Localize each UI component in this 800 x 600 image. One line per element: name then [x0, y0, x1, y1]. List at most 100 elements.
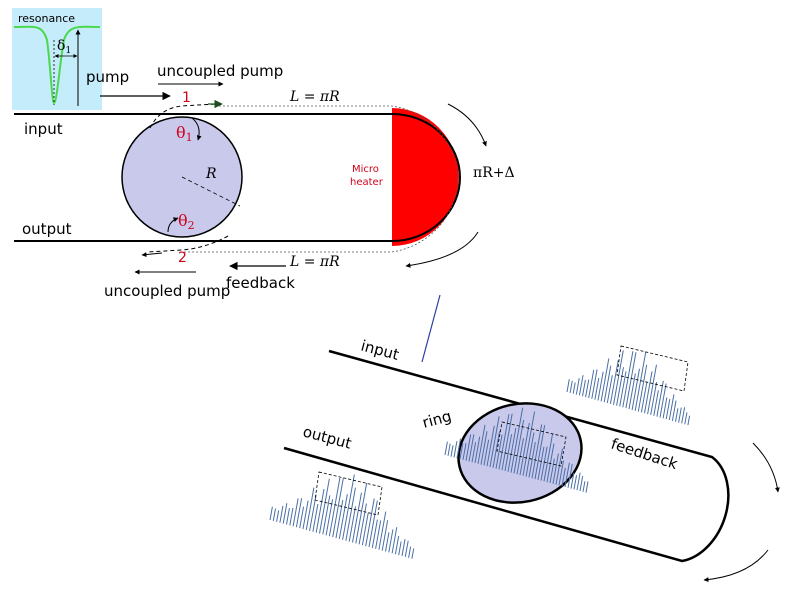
comb-line	[462, 443, 467, 460]
theta1-arrow	[191, 117, 202, 141]
pump-line	[421, 294, 441, 363]
comb-line	[394, 535, 400, 555]
comb-line	[282, 503, 288, 524]
comb-line	[325, 499, 334, 536]
heater-label: heater	[350, 177, 384, 188]
resonance-inset: resonance δ1	[12, 8, 102, 110]
comb-line	[671, 400, 677, 421]
top-schematic: pump uncoupled pump R 1 θ1 θ2 2 input ou…	[14, 62, 515, 300]
comb-line	[312, 503, 319, 532]
extra-path-label: πR+Δ	[473, 165, 515, 181]
circulation-arrow-top	[447, 103, 487, 147]
delta1-label: δ1	[57, 38, 71, 56]
resonance-label: resonance	[18, 12, 75, 25]
comb-line	[644, 371, 653, 414]
comb-line	[375, 520, 382, 549]
comb-line	[332, 478, 344, 538]
comb-line	[292, 498, 299, 527]
output-comb-frame	[314, 471, 383, 516]
comb-line	[665, 398, 671, 420]
comb-line	[567, 463, 573, 488]
comb-line	[378, 511, 387, 550]
comb-line	[411, 548, 415, 559]
comb-line	[444, 441, 448, 456]
feedback-comb-frame	[616, 345, 689, 392]
comb-line	[453, 441, 458, 458]
comb-line	[398, 541, 402, 556]
comb-line	[355, 482, 368, 544]
comb-line	[342, 474, 355, 540]
comb-line	[495, 434, 503, 469]
comb-line	[637, 364, 648, 412]
comb-line	[576, 472, 581, 491]
comb-line	[653, 390, 659, 416]
comb-line	[519, 422, 530, 476]
coupling-curve-2	[147, 235, 229, 253]
comb-line	[591, 369, 598, 399]
comb-line	[269, 506, 273, 521]
comb-line	[404, 540, 409, 557]
waveguide-loop	[283, 349, 730, 563]
comb-line	[631, 368, 640, 410]
resonance-curve	[13, 25, 101, 105]
radius-line	[181, 176, 241, 207]
comb-line	[684, 412, 688, 425]
comb-line	[289, 507, 294, 526]
comb-line	[305, 487, 315, 530]
comb-line	[572, 382, 576, 394]
comb-line	[616, 367, 625, 406]
comb-line	[678, 407, 682, 423]
comb-feedback	[566, 350, 691, 426]
comb-line	[573, 475, 578, 490]
port2-label: 2	[178, 250, 187, 266]
comb-line	[681, 407, 686, 424]
comb-line	[450, 445, 454, 457]
comb-line	[480, 431, 488, 465]
output-label: output	[22, 220, 72, 238]
comb-line	[345, 487, 356, 541]
comb-line	[459, 443, 464, 460]
theta1-label: θ1	[176, 123, 193, 144]
comb-line	[504, 434, 513, 472]
comb-line	[582, 481, 586, 492]
comb-line	[276, 510, 280, 522]
output-lower-label: output	[301, 422, 354, 452]
comb-line	[531, 424, 543, 479]
comb-line	[348, 506, 357, 542]
circulation-arrow-bottom	[405, 231, 479, 268]
comb-line	[650, 382, 658, 416]
comb-line	[564, 462, 570, 488]
comb-line	[619, 371, 627, 407]
comb-line	[543, 433, 554, 482]
comb-line	[381, 520, 389, 551]
comb-line	[501, 413, 513, 471]
ring-comb-frame	[496, 421, 567, 467]
comb-line	[447, 443, 451, 456]
comb-line	[570, 472, 575, 489]
comb-line	[555, 448, 563, 485]
comb-line	[319, 478, 330, 534]
length-top-label: L = πR	[289, 89, 340, 105]
comb-line	[594, 377, 600, 400]
comb-line	[625, 352, 637, 409]
comb-line	[549, 458, 555, 484]
comb-line	[640, 381, 648, 413]
comb-line	[634, 352, 647, 411]
feedback-lower-label: feedback	[609, 435, 680, 474]
comb-line	[401, 539, 406, 557]
theta2-arrow	[167, 217, 179, 233]
comb-line	[361, 512, 369, 546]
bottom-schematic: input output ring feedback	[269, 294, 780, 583]
comb-line	[546, 443, 555, 483]
comb-line	[537, 446, 545, 480]
comb-line	[613, 350, 624, 405]
uncoupled-pump-bottom-head	[141, 252, 163, 258]
comb-line	[552, 453, 559, 484]
comb-line	[609, 360, 619, 404]
feedback-label: feedback	[226, 274, 295, 292]
comb-line	[483, 439, 490, 466]
comb-line	[510, 407, 524, 473]
comb-line	[385, 532, 390, 552]
comb-line	[588, 369, 595, 399]
